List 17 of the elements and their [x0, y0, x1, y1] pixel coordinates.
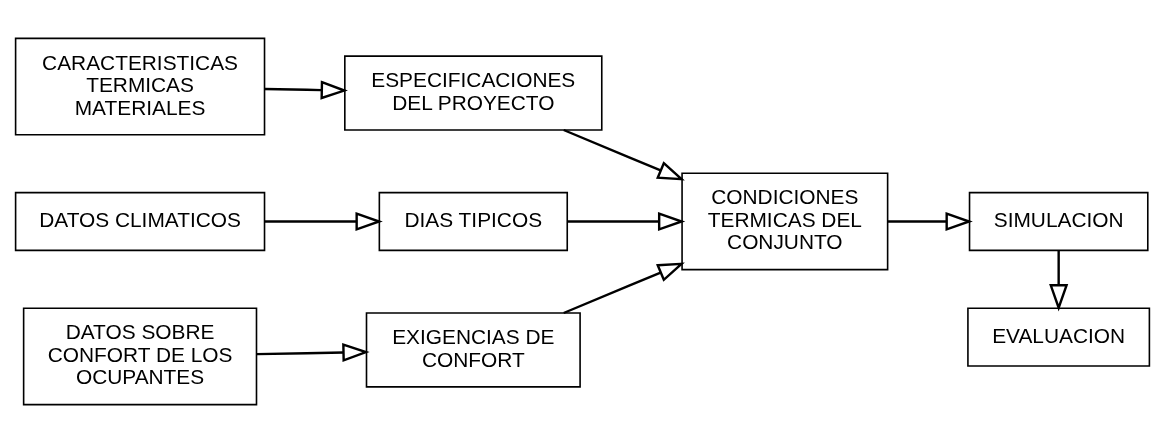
- arrow: [264, 80, 348, 100]
- node-box: EXIGENCIAS DE CONFORT: [365, 311, 581, 388]
- arrow: [563, 261, 685, 314]
- node-box: EVALUACION: [967, 306, 1151, 367]
- node-box: DATOS CLIMATICOS: [14, 191, 266, 251]
- node-box: DIAS TIPICOS: [378, 191, 569, 251]
- arrow: [567, 211, 686, 231]
- node-box: DATOS SOBRE CONFORT DE LOS OCUPANTES: [22, 306, 258, 405]
- arrow: [563, 128, 685, 181]
- arrow: [888, 211, 973, 231]
- node-box: SIMULACION: [968, 191, 1149, 251]
- arrow: [1049, 250, 1069, 311]
- node-box: CARACTERISTICAS TERMICAS MATERIALES: [14, 37, 266, 136]
- arrow: [256, 342, 370, 362]
- node-box: CONDICIONES TERMICAS DEL CONJUNTO: [681, 172, 889, 270]
- arrow: [264, 211, 383, 231]
- node-box: ESPECIFICACIONES DEL PROYECTO: [344, 54, 603, 131]
